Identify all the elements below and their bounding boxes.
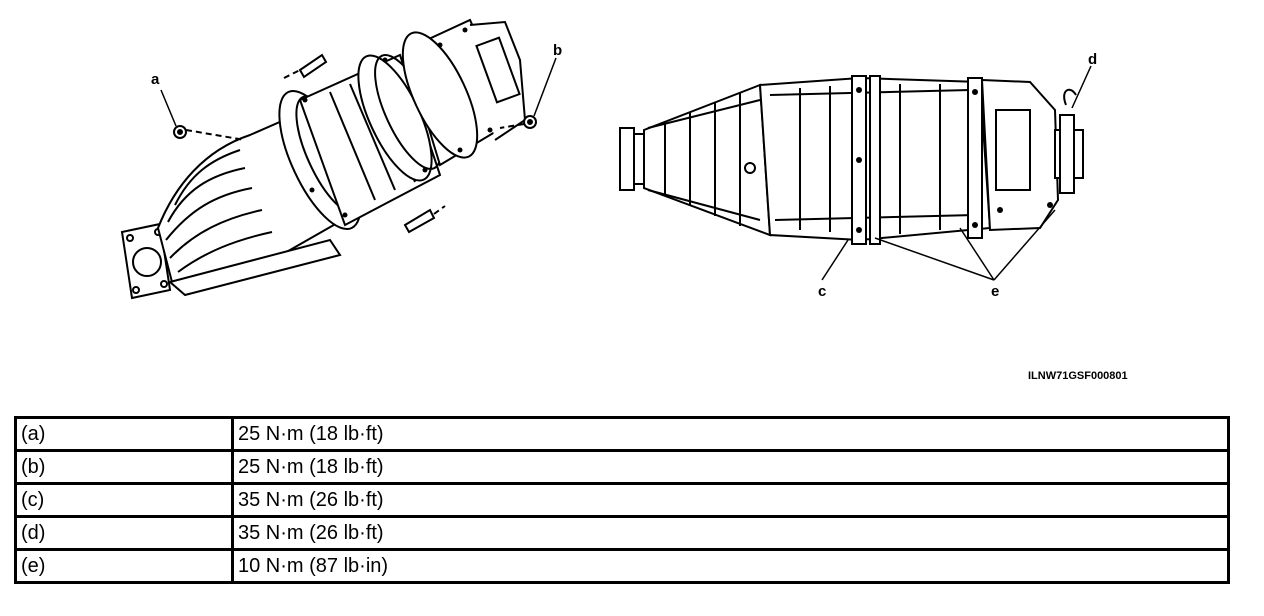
fastener-label: (e) (14, 548, 234, 584)
torque-value: 25 N·m (18 lb·ft) (231, 449, 1230, 485)
exhaust-assembly-illustration: a b c e (120, 18, 1128, 382)
table-row: (d) 35 N·m (26 lb·ft) (14, 515, 1230, 551)
torque-value: 25 N·m (18 lb·ft) (231, 416, 1230, 452)
table-row: (b) 25 N·m (18 lb·ft) (14, 449, 1230, 485)
callout-c: c (818, 283, 826, 300)
left-exploded-assembly (120, 18, 557, 300)
callout-d: d (1088, 51, 1097, 68)
callout-e: e (991, 283, 999, 300)
torque-value: 10 N·m (87 lb·in) (231, 548, 1230, 584)
fastener-label: (c) (14, 482, 234, 518)
fastener-label: (a) (14, 416, 234, 452)
torque-specification-table: (a) 25 N·m (18 lb·ft) (b) 25 N·m (18 lb·… (14, 416, 1230, 584)
figure-code: ILNW71GSF000801 (1028, 370, 1128, 382)
fastener-label: (b) (14, 449, 234, 485)
table-row: (c) 35 N·m (26 lb·ft) (14, 482, 1230, 518)
right-installed-assembly (619, 65, 1092, 281)
callout-b: b (553, 42, 562, 59)
torque-value: 35 N·m (26 lb·ft) (231, 515, 1230, 551)
torque-value: 35 N·m (26 lb·ft) (231, 482, 1230, 518)
table-row: (a) 25 N·m (18 lb·ft) (14, 416, 1230, 452)
callout-a: a (151, 71, 160, 88)
table-row: (e) 10 N·m (87 lb·in) (14, 548, 1230, 584)
fastener-label: (d) (14, 515, 234, 551)
